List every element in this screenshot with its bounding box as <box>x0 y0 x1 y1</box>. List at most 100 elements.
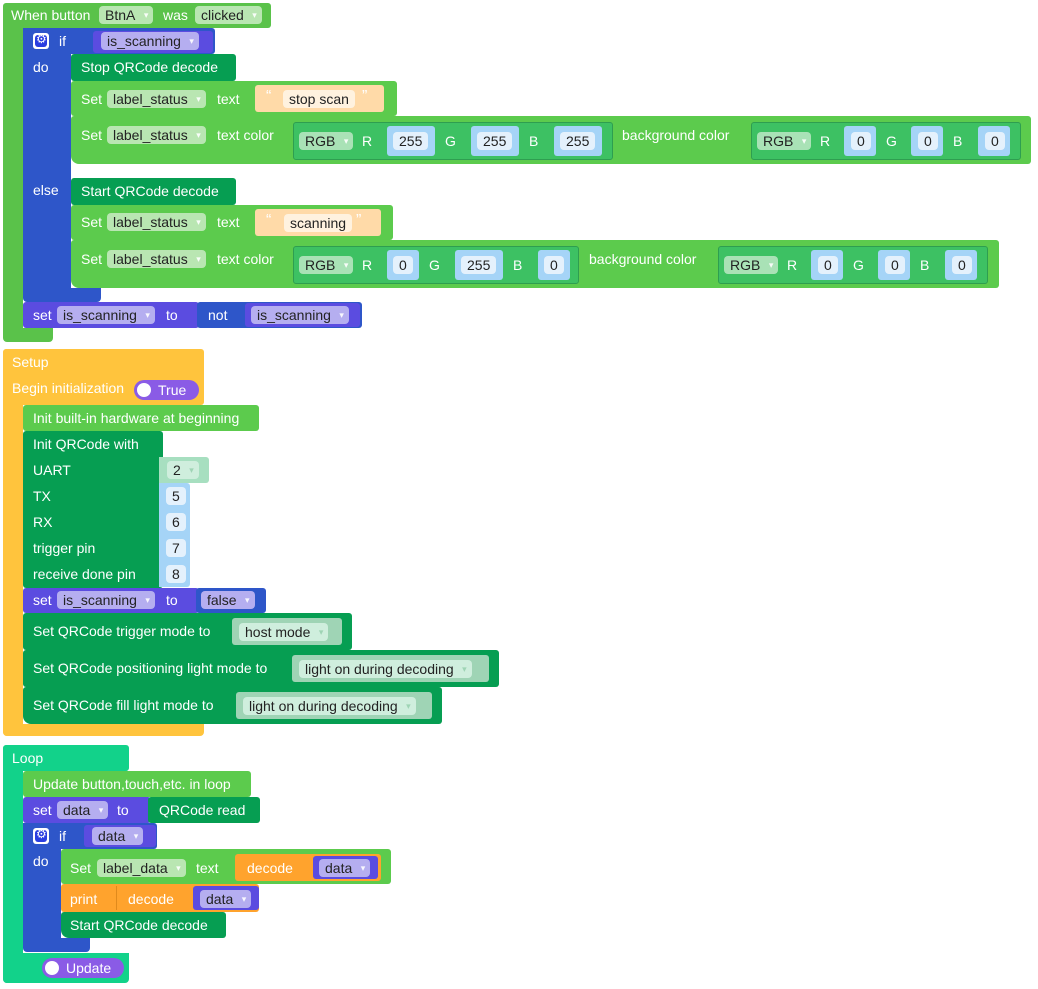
set-label: set <box>33 802 52 818</box>
init-hardware-block[interactable] <box>23 405 259 431</box>
start-decode-block[interactable] <box>61 912 226 938</box>
setup-foot <box>3 724 204 736</box>
param-label-tx: TX <box>33 488 51 504</box>
trigger-mode-label: Set QRCode trigger mode to <box>33 623 211 639</box>
rgb-dropdown[interactable]: RGB <box>299 132 354 150</box>
start-decode-label: Start QRCode decode <box>70 917 208 933</box>
set-label: Set <box>81 251 103 267</box>
receive-done-pin-value[interactable]: 8 <box>166 565 186 583</box>
bg-g-label: G <box>853 257 864 273</box>
label-dropdown[interactable]: label_status <box>107 90 206 108</box>
text-prop-label: text <box>196 860 219 876</box>
start-decode-label: Start QRCode decode <box>81 183 219 199</box>
bg-g-value[interactable]: 0 <box>885 256 905 274</box>
param-label-receive-done: receive done pin <box>33 566 136 582</box>
to-label: to <box>166 592 178 608</box>
update-toggle[interactable]: Update <box>42 958 124 978</box>
bg-rgb-dropdown[interactable]: RGB <box>757 132 812 150</box>
action-dropdown[interactable]: clicked <box>195 6 262 24</box>
b-value[interactable]: 255 <box>560 132 596 150</box>
bg-g-label: G <box>886 133 897 149</box>
label-dropdown[interactable]: label_status <box>107 213 206 231</box>
label-dropdown[interactable]: label_status <box>107 126 206 144</box>
do-label: do <box>33 59 49 75</box>
uart-dropdown[interactable]: 2 <box>167 461 199 479</box>
bg-r-value[interactable]: 0 <box>851 132 871 150</box>
rgb-dropdown[interactable]: RGB <box>299 256 354 274</box>
r-value[interactable]: 255 <box>393 132 429 150</box>
button-dropdown[interactable]: BtnA <box>99 6 154 24</box>
bool-dropdown[interactable]: false <box>201 591 255 609</box>
string-value[interactable]: stop scan <box>283 90 355 108</box>
rx-value[interactable]: 6 <box>166 513 186 531</box>
bg-g-value[interactable]: 0 <box>918 132 938 150</box>
when-button-label: When button <box>11 7 91 23</box>
not-var-dropdown[interactable]: is_scanning <box>251 306 349 324</box>
tx-value[interactable]: 5 <box>166 487 186 505</box>
bg-r-label: R <box>820 133 831 149</box>
label-dropdown[interactable]: label_data <box>97 859 186 877</box>
bg-b-value[interactable]: 0 <box>985 132 1005 150</box>
setup-arm <box>3 349 23 736</box>
trigger-mode-dropdown[interactable]: host mode <box>239 623 329 641</box>
print-var-dropdown[interactable]: data <box>200 890 252 908</box>
toggle-knob <box>45 961 59 975</box>
to-label: to <box>166 307 178 323</box>
init-hardware-label: Init built-in hardware at beginning <box>33 410 240 426</box>
condition-var-dropdown[interactable]: is_scanning <box>101 32 199 50</box>
qrcode-read-label: QRCode read <box>159 802 246 818</box>
g-value[interactable]: 255 <box>461 256 497 274</box>
gear-icon[interactable] <box>33 827 49 844</box>
print-decode-block[interactable] <box>116 886 196 910</box>
var-dropdown[interactable]: is_scanning <box>57 591 155 609</box>
close-quote-icon: ” <box>362 88 368 105</box>
bg-b-label: B <box>920 257 930 273</box>
label-dropdown[interactable]: label_status <box>107 250 206 268</box>
stop-decode-label: Stop QRCode decode <box>81 59 218 75</box>
set-label: Set <box>70 860 92 876</box>
fill-light-dropdown[interactable]: light on during decoding <box>243 697 416 715</box>
string-value[interactable]: scanning <box>284 214 353 232</box>
if-label: if <box>59 828 66 844</box>
set-label: set <box>33 592 52 608</box>
bg-b-value[interactable]: 0 <box>952 256 972 274</box>
r-label: R <box>362 133 373 149</box>
close-quote-icon: ” <box>356 212 362 229</box>
toggle-label: True <box>158 382 187 398</box>
toggle-knob <box>137 383 151 397</box>
update-buttons-block[interactable] <box>23 771 251 797</box>
background-color-label: background color <box>622 127 730 143</box>
init-qrcode-label: Init QRCode with <box>33 436 139 452</box>
decode-var-dropdown[interactable]: data <box>319 859 371 877</box>
loop-hat[interactable] <box>3 745 129 771</box>
g-value[interactable]: 255 <box>477 132 513 150</box>
toggle-label: Update <box>66 960 112 976</box>
set-label: Set <box>81 127 103 143</box>
text-color-label: text color <box>217 127 274 143</box>
if-foot <box>23 288 101 302</box>
decode-label: decode <box>128 891 174 907</box>
b-value[interactable]: 0 <box>544 256 564 274</box>
to-label: to <box>117 802 129 818</box>
not-label: not <box>208 307 228 323</box>
param-label-trigger: trigger pin <box>33 540 96 556</box>
data-var-dropdown[interactable]: data <box>57 801 109 819</box>
gear-icon[interactable] <box>33 32 49 49</box>
stop-decode-block[interactable] <box>71 54 236 81</box>
begin-init-toggle[interactable]: True <box>134 380 199 400</box>
event-arm <box>3 20 23 338</box>
init-qrcode-block[interactable] <box>23 431 163 588</box>
begin-init-label: Begin initialization <box>12 380 125 396</box>
var-dropdown[interactable]: is_scanning <box>57 306 155 324</box>
was-label: was <box>163 7 188 23</box>
setup-title: Setup <box>12 354 49 370</box>
qrcode-read-block[interactable] <box>148 797 260 823</box>
bg-r-value[interactable]: 0 <box>818 256 838 274</box>
positioning-light-dropdown[interactable]: light on during decoding <box>299 660 472 678</box>
condition-var-dropdown[interactable]: data <box>92 827 144 845</box>
start-decode-block[interactable] <box>71 178 236 205</box>
update-buttons-label: Update button,touch,etc. in loop <box>33 776 231 792</box>
bg-rgb-dropdown[interactable]: RGB <box>724 256 779 274</box>
trigger-pin-value[interactable]: 7 <box>166 539 186 557</box>
r-value[interactable]: 0 <box>393 256 413 274</box>
